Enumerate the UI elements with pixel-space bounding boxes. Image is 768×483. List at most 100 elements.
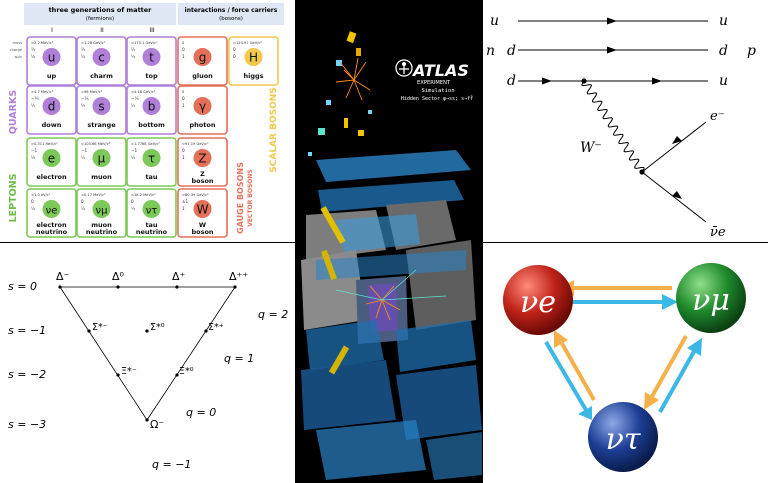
particle-charge: −⅓ — [31, 96, 39, 101]
particle-symbol: s — [98, 100, 104, 114]
atlas-logo: ATLAS EXPERIMENT — [395, 59, 469, 86]
force-header-bg — [178, 3, 284, 25]
particle-symbol: d — [48, 100, 56, 114]
particle-spin: ½ — [81, 206, 85, 211]
particle-symbol: νμ — [96, 206, 109, 217]
arrow-tau-to-mu — [658, 338, 702, 413]
force-header: interactions / force carriers — [185, 7, 278, 14]
atlas-event-panel: ATLAS EXPERIMENT Simulation Hidden Secto… — [296, 0, 482, 483]
particle-symbol: t — [149, 51, 154, 65]
particle-symbol: g — [199, 51, 207, 65]
particle-spin: 1 — [182, 155, 185, 160]
arrow-tau-to-e — [554, 330, 596, 401]
quark-arrows — [542, 17, 662, 85]
particle-mass: ≈105.66 MeV/c² — [81, 142, 111, 146]
particle-name: up — [47, 72, 57, 80]
neutrino-oscillation-panel: νe νμ ντ — [482, 244, 768, 483]
particle-name: neutrino — [136, 228, 168, 236]
particle-spin: ½ — [131, 206, 135, 211]
divider-left-vertical — [295, 0, 296, 483]
matter-header-bg — [24, 3, 176, 25]
xi-star-minus: Ξ*⁻ — [121, 366, 137, 377]
particle-charge: −1 — [131, 148, 138, 153]
atlas-caption-simulation: Simulation — [421, 88, 454, 94]
delta-zero: Δ⁰ — [112, 270, 125, 283]
gen-label-2: II — [100, 27, 104, 34]
jet-burst-center — [365, 285, 401, 321]
particle-spin: 1 — [182, 103, 185, 108]
oscillation-arrows — [544, 280, 702, 420]
particle-spin: 1 — [182, 206, 185, 211]
particle-charge: 0 — [31, 199, 34, 204]
strangeness-labels: s = 0 s = −1 s = −2 s = −3 — [8, 280, 46, 431]
row-label-mass: mass — [13, 41, 23, 45]
sigma-star-minus: Σ*⁻ — [92, 322, 108, 333]
particle-mass: <0.17 MeV/c² — [81, 193, 106, 197]
particle-symbol-bg — [92, 200, 111, 218]
lepton-lines — [641, 121, 707, 223]
gen-label-1: I — [51, 27, 53, 34]
quark-in-d1: d — [507, 43, 516, 59]
particle-symbol-bg — [142, 149, 161, 167]
particle-name: electron — [36, 221, 67, 229]
gauge-bosons-label: GAUGE BOSONS — [236, 162, 245, 234]
particle-symbol: γ — [199, 100, 206, 114]
particle-symbol-bg — [193, 200, 212, 218]
s-label-1: s = −1 — [8, 324, 46, 337]
particle-mass: ≈4.7 MeV/c² — [31, 90, 54, 94]
particle-charge: −1 — [31, 148, 38, 153]
omega-minus: Ω⁻ — [150, 418, 164, 431]
q-label-2: q = 2 — [258, 308, 288, 321]
particle-symbol-bg — [42, 200, 61, 218]
s-label-0: s = 0 — [8, 280, 37, 293]
proton-label: p — [747, 43, 756, 59]
particle-symbol-bg — [42, 48, 61, 66]
particle-symbol-bg — [42, 149, 61, 167]
neutron-label: n — [486, 43, 495, 59]
particle-symbol-bg — [193, 48, 212, 66]
vector-bosons-label: VECTOR BOSONS — [247, 169, 254, 227]
particle-charge: 0 — [182, 47, 185, 52]
particle-name: photon — [190, 121, 216, 129]
baryon-decuplet-panel: s = 0 s = −1 s = −2 s = −3 q = 2 q = 1 q… — [0, 244, 296, 483]
particle-symbol-bg — [142, 48, 161, 66]
w-boson-label: W⁻ — [580, 140, 602, 156]
particle-symbol-bg — [92, 149, 111, 167]
delta-minus: Δ⁻ — [56, 270, 70, 283]
arrow-e-to-tau — [544, 340, 592, 420]
particle-spin: ½ — [31, 54, 35, 59]
jet-burst-top — [335, 57, 371, 101]
particle-name: bottom — [138, 121, 165, 129]
particle-name: gluon — [192, 72, 213, 80]
particle-name: charm — [90, 72, 113, 80]
particle-mass: ≈80.39 GeV/c² — [182, 193, 209, 197]
decuplet-diagram: s = 0 s = −1 s = −2 s = −3 q = 2 q = 1 q… — [8, 270, 288, 471]
divider-right-vertical — [482, 0, 483, 483]
atlas-logo-text: ATLAS — [411, 61, 469, 80]
particle-symbol: νe — [46, 206, 58, 217]
particle-charge: −⅓ — [131, 96, 139, 101]
particle-mass: ≈1.7768 GeV/c² — [131, 142, 160, 146]
particle-mass: ≈124.97 GeV/c² — [233, 41, 262, 45]
particle-mass: <18.2 MeV/c² — [131, 193, 156, 197]
particle-mass: ≈173.1 GeV/c² — [131, 41, 158, 45]
beta-decay-diagram: u d d n u d u p W⁻ e⁻ ν̄e — [486, 13, 756, 240]
quarks-label: QUARKS — [8, 90, 19, 135]
atlas-event-display: ATLAS EXPERIMENT Simulation Hidden Secto… — [296, 0, 482, 483]
particle-name: boson — [191, 177, 213, 185]
particle-charge: 0 — [182, 148, 185, 153]
q-label-0: q = 0 — [186, 406, 216, 419]
particle-labels: Δ⁻ Δ⁰ Δ⁺ Δ⁺⁺ Σ*⁻ Σ*⁰ Σ*⁺ Ξ*⁻ Ξ*⁰ Ω⁻ — [56, 270, 248, 431]
particle-spin: ½ — [31, 155, 35, 160]
electron-label: e⁻ — [710, 109, 725, 124]
particle-symbol-bg — [142, 97, 161, 115]
scalar-bosons-label: SCALAR BOSONS — [269, 87, 279, 172]
